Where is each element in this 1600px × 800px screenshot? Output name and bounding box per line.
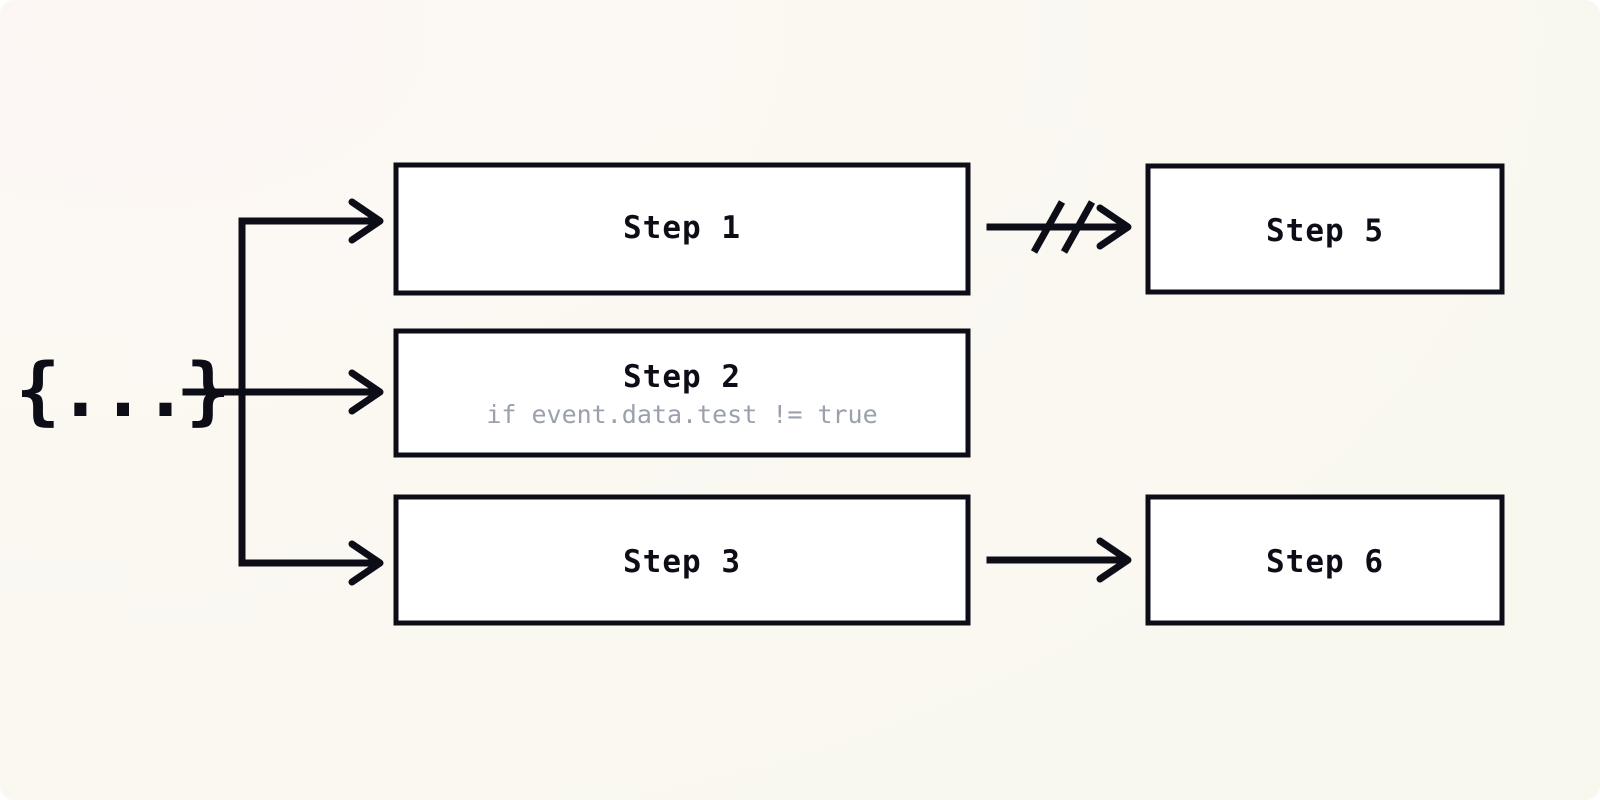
blocked-slash-icon-1 <box>1030 200 1066 254</box>
node-step-5-title: Step 5 <box>1266 213 1384 249</box>
node-step-5-box[interactable] <box>1145 163 1505 295</box>
node-step-3-title: Step 3 <box>623 544 741 580</box>
node-step-2[interactable]: Step 2 if event.data.test != true <box>393 328 971 458</box>
edge-source-step-3-arrowhead <box>348 540 384 586</box>
node-step-1-box[interactable] <box>393 162 971 296</box>
node-step-2-box[interactable] <box>393 328 971 458</box>
node-step-2-condition: if event.data.test != true <box>486 400 877 429</box>
node-step-5[interactable]: Step 5 <box>1145 163 1505 295</box>
edge-source-step-1-arrowhead <box>348 198 384 244</box>
node-step-6[interactable]: Step 6 <box>1145 494 1505 626</box>
node-step-1-title: Step 1 <box>623 210 741 246</box>
edge-step-1-step-5 <box>986 200 1132 254</box>
edge-step-3-step-6 <box>986 537 1132 583</box>
node-step-3[interactable]: Step 3 <box>393 494 971 626</box>
blocked-slash-icon-2 <box>1060 200 1096 254</box>
edge-step-3-step-6-arrowhead <box>1096 537 1132 583</box>
edge-source-step-2-arrowhead <box>348 369 384 415</box>
node-step-6-title: Step 6 <box>1266 544 1384 580</box>
node-step-6-box[interactable] <box>1145 494 1505 626</box>
edge-source-branch-group <box>182 198 384 586</box>
node-step-1[interactable]: Step 1 <box>393 162 971 296</box>
node-step-2-title: Step 2 <box>623 359 741 395</box>
edge-step-1-step-5-arrowhead <box>1096 204 1132 250</box>
node-step-3-box[interactable] <box>393 494 971 626</box>
